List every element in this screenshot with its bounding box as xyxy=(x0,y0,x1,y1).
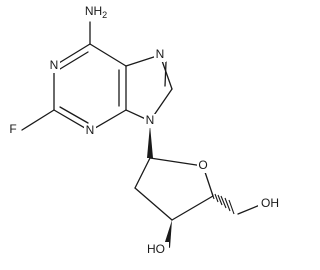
atom-n9-label: N xyxy=(146,113,155,127)
atom-n1-label: N xyxy=(50,58,59,72)
bond-n7-c8-inner xyxy=(164,61,167,87)
atom-oh5-label: OH xyxy=(261,196,279,210)
bond-c1-c2prime xyxy=(134,157,151,189)
bond-c3prime-oh-wedge xyxy=(164,220,172,248)
bond-c5-c6 xyxy=(89,43,127,67)
atom-n7-label: N xyxy=(156,47,165,61)
structure-canvas: NH2 N N N N F O HO OH xyxy=(9,4,279,257)
bond-c2-f xyxy=(21,109,55,131)
atom-oh3-label: HO xyxy=(147,242,165,256)
bond-c6-n1-inner xyxy=(59,51,89,70)
bond-o-c1 xyxy=(149,157,204,167)
bond-c2prime-c3prime xyxy=(134,187,173,221)
bond-c3prime-c4prime xyxy=(171,195,214,221)
molecule-diagram: NH2 N N N N F O HO OH xyxy=(9,4,279,257)
atom-f-label: F xyxy=(9,122,16,136)
atom-o-ring-label: O xyxy=(198,158,207,172)
atom-n3-label: N xyxy=(86,123,95,137)
bond-c4prime-ch2-hash xyxy=(211,192,235,215)
atom-nh2-label: NH2 xyxy=(85,4,107,20)
bond-c1-n9-wedge xyxy=(147,125,153,158)
bond-c2-n3-inner xyxy=(59,106,89,124)
bond-ch2-o5 xyxy=(237,204,261,215)
